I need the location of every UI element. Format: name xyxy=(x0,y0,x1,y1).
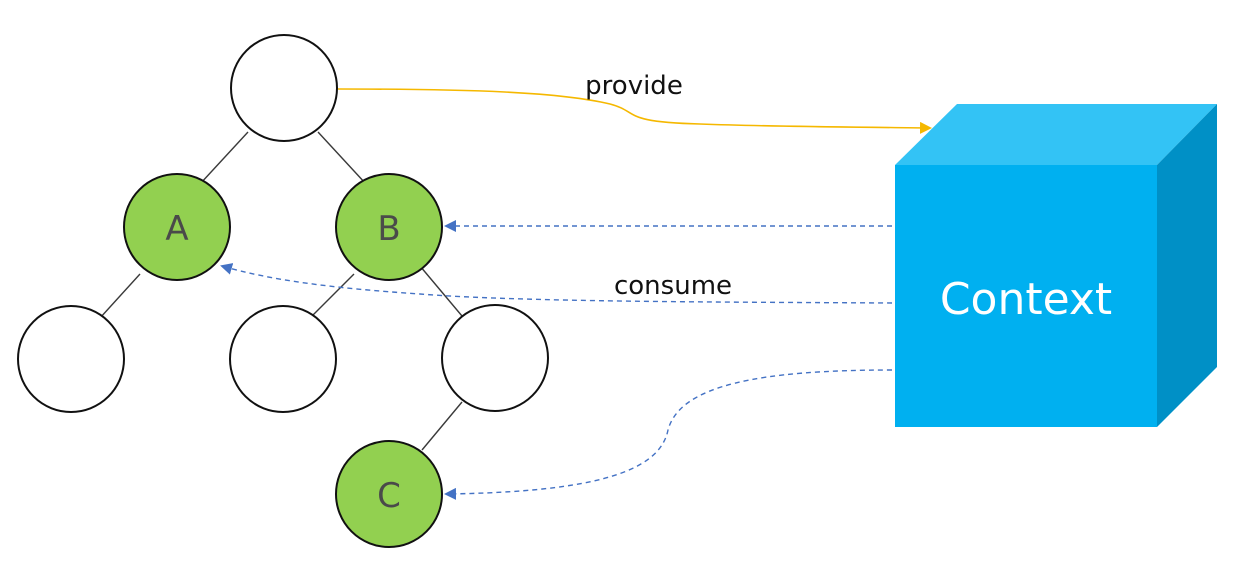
tree-node-b-right-child xyxy=(441,304,549,412)
consume-label: consume xyxy=(614,271,732,301)
context-cube-front xyxy=(895,165,1157,427)
edge-root-a xyxy=(199,131,249,185)
edge-a-a-child xyxy=(99,273,141,319)
context-cube: Context xyxy=(895,104,1217,427)
tree-node-a-child xyxy=(17,305,125,413)
provide-label: provide xyxy=(585,71,683,101)
consume-arrow-a xyxy=(220,263,893,304)
provide-arrow: provide xyxy=(337,71,932,134)
node-label-c: C xyxy=(377,476,401,516)
consume-arrows: consume xyxy=(220,220,893,500)
edge-b-b-left-child xyxy=(307,273,355,321)
context-label: Context xyxy=(940,274,1112,325)
tree-edges xyxy=(99,131,463,451)
node-label-b: B xyxy=(377,209,400,249)
consume-arrow-c xyxy=(444,369,893,500)
edge-b-b-right-child xyxy=(419,265,463,317)
tree-nodes: A B C xyxy=(17,34,549,548)
node-label-a: A xyxy=(165,209,188,249)
tree-node-b-left-child xyxy=(229,305,337,413)
tree-node-root xyxy=(230,34,338,142)
tree-node-b: B xyxy=(335,173,443,281)
context-cube-side xyxy=(1157,104,1217,427)
edge-root-b xyxy=(317,131,367,185)
tree-node-c: C xyxy=(335,440,443,548)
tree-node-a: A xyxy=(123,173,231,281)
edge-b-right-child-c xyxy=(421,401,463,451)
context-cube-top xyxy=(895,104,1217,165)
